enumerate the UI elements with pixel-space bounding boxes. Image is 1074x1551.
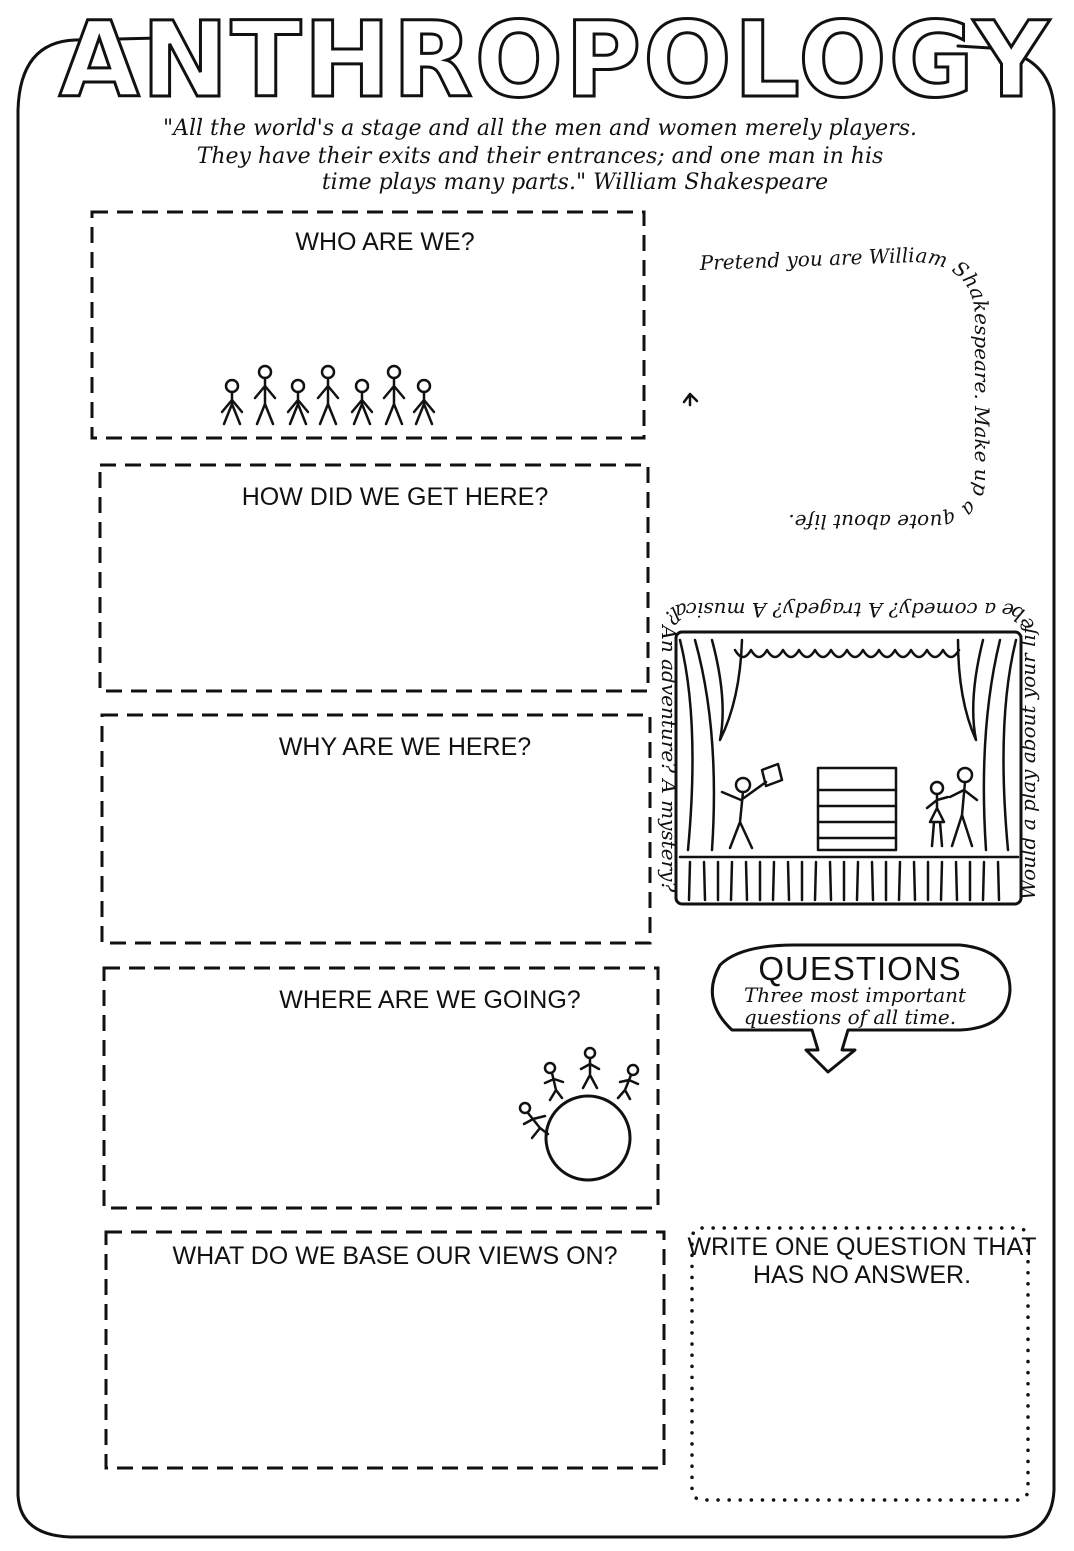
stage-floor-line <box>855 860 860 902</box>
stage-floor-line <box>981 860 986 902</box>
quote-line-3: time plays many parts." William Shakespe… <box>322 170 828 195</box>
page-frame <box>16 36 1056 1539</box>
who-are-we-heading: WHO ARE WE? <box>295 228 474 256</box>
stage-floor-line <box>702 860 707 902</box>
globe-figures-icon <box>518 1046 640 1182</box>
stage-drawing <box>674 630 1023 906</box>
where-are-we-going-heading: WHERE ARE WE GOING? <box>279 986 580 1014</box>
stick-figure-head <box>257 364 273 380</box>
stage-floor-line <box>828 860 833 902</box>
stick-figure-body <box>382 376 406 426</box>
stage-floor-line <box>813 860 818 902</box>
stage-floor-line <box>729 860 734 902</box>
where-are-we-going-box[interactable]: WHERE ARE WE GOING? <box>102 966 660 1210</box>
stick-figure-body <box>286 390 310 426</box>
stick-figures-icon <box>220 364 436 426</box>
svg-text:Pretend you are William Shakes: Pretend you are William Shakespeare. Mak… <box>698 243 994 534</box>
what-do-we-base-our-views-on-box[interactable]: WHAT DO WE BASE OUR VIEWS ON? <box>104 1230 666 1470</box>
how-did-we-get-here-box[interactable]: HOW DID WE GET HERE? <box>98 463 650 693</box>
stage-floor-line <box>786 860 791 902</box>
why-are-we-here-heading: WHY ARE WE HERE? <box>279 733 531 761</box>
quote-line-1: "All the world's a stage and all the men… <box>163 116 917 141</box>
stick-figure-body <box>412 390 436 426</box>
no-answer-line-1: WRITE ONE QUESTION THAT <box>687 1233 1036 1261</box>
why-are-we-here-box[interactable]: WHY ARE WE HERE? <box>100 713 652 945</box>
stick-figure-body <box>316 376 340 426</box>
stick-figure-body <box>253 376 277 426</box>
shakespeare-prompt-text: Pretend you are William Shakespeare. Mak… <box>698 243 994 534</box>
stage-floor-line <box>939 860 944 902</box>
questions-title: QUESTIONS <box>758 950 961 987</box>
what-do-we-base-our-views-on-heading: WHAT DO WE BASE OUR VIEWS ON? <box>173 1242 618 1270</box>
how-did-we-get-here-heading: HOW DID WE GET HERE? <box>242 483 549 511</box>
stick-figure-head <box>416 378 432 394</box>
stick-figure-body <box>220 390 244 426</box>
no-answer-line-2: HAS NO ANSWER. <box>753 1261 971 1289</box>
questions-line-1: Three most important <box>744 983 967 1007</box>
quote-line-2: They have their exits and their entrance… <box>197 144 884 169</box>
questions-bubble: QUESTIONS Three most important questions… <box>710 943 1012 1074</box>
who-are-we-box[interactable]: WHO ARE WE? <box>90 210 646 440</box>
stage-floor-line <box>771 860 776 902</box>
worksheet-title: ANTHROPOLOGY <box>59 0 1051 121</box>
stick-figure-body <box>350 390 374 426</box>
stick-figure-head <box>386 364 402 380</box>
no-answer-question-box[interactable]: WRITE ONE QUESTION THAT HAS NO ANSWER. <box>687 1226 1037 1502</box>
stage-floor-line <box>687 860 692 902</box>
stage-floor-line <box>996 860 1001 902</box>
stage-floor-line <box>870 860 875 902</box>
arrow-icon <box>682 392 699 407</box>
stage-floor-line <box>744 860 749 902</box>
stick-figure-head <box>224 378 240 394</box>
stage-floor-line <box>912 860 917 902</box>
stage-floor-line <box>897 860 902 902</box>
stick-figure-head <box>354 378 370 394</box>
questions-line-2: questions of all time. <box>744 1005 956 1029</box>
shakespeare-quote-area[interactable]: Pretend you are William Shakespeare. Mak… <box>682 243 994 534</box>
stage-floor-line <box>954 860 959 902</box>
stick-figure-head <box>290 378 306 394</box>
stick-figure-head <box>320 364 336 380</box>
